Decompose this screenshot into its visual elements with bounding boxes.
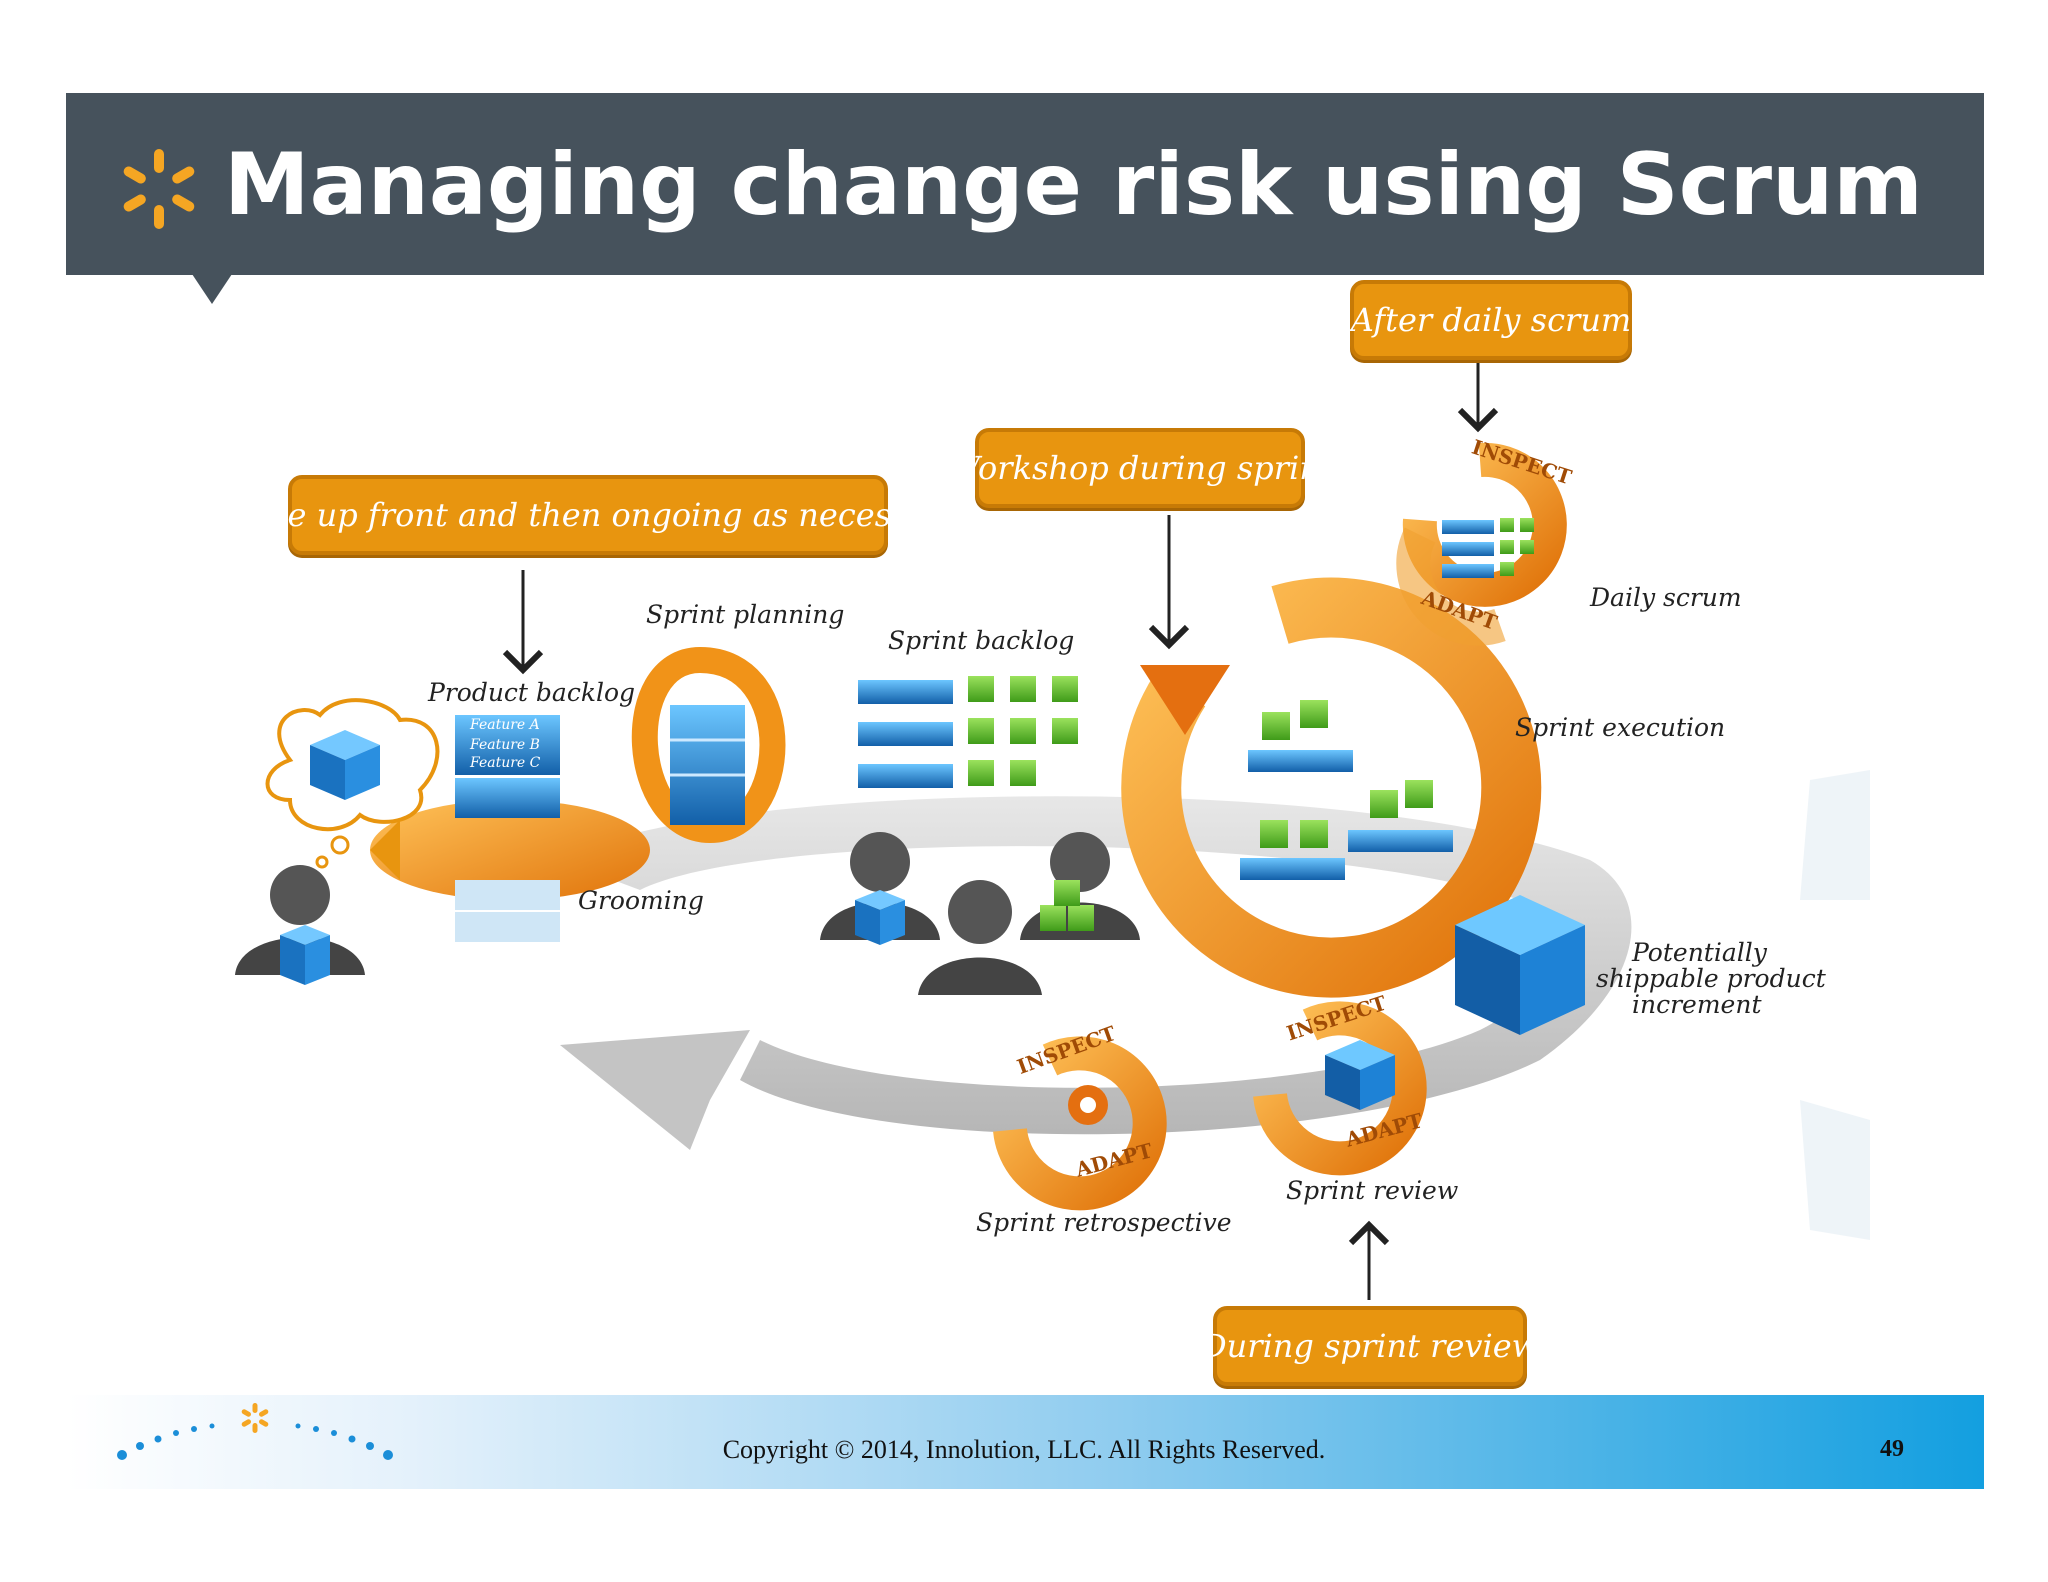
footer-dots-logo-icon — [117, 1403, 393, 1460]
team-avatars — [820, 832, 1140, 995]
daily-scrum-illustration — [1396, 442, 1567, 646]
title-bar-notch — [192, 274, 232, 304]
increment-cube — [1455, 895, 1585, 1035]
copyright-text: Copyright © 2014, Innolution, LLC. All R… — [722, 1435, 1326, 1464]
callout-upfront: Some up front and then ongoing as necess… — [216, 475, 960, 555]
label-increment: increment — [1632, 990, 1762, 1019]
title-bar — [66, 93, 1984, 275]
label-shippable-product: shippable product — [1596, 964, 1826, 993]
page-number: 49 — [1880, 1436, 1904, 1462]
label-daily-scrum: Daily scrum — [1590, 583, 1742, 612]
label-sprint-execution: Sprint execution — [1515, 713, 1726, 742]
footer-bar — [66, 1395, 1984, 1489]
spark-logo-icon — [123, 149, 195, 229]
decor-arrows — [1800, 770, 1870, 1240]
label-feature-c: Feature C — [470, 755, 541, 771]
label-sprint-backlog: Sprint backlog — [888, 626, 1075, 655]
page-title: Managing change risk using Scrum — [224, 135, 1923, 235]
sprint-review-illustration — [1253, 1001, 1427, 1176]
callout-arrows — [502, 362, 1499, 1300]
label-sprint-retrospective: Sprint retrospective — [976, 1208, 1232, 1237]
label-sprint-review: Sprint review — [1286, 1176, 1459, 1205]
sprint-planning-illustration — [631, 646, 786, 844]
sprint-execution-illustration — [1121, 577, 1542, 998]
callout-during-sprint-review: During sprint review — [1201, 1306, 1539, 1386]
label-feature-a: Feature A — [470, 717, 540, 733]
product-owner-avatar — [235, 865, 365, 985]
sprint-loop-band — [560, 796, 1632, 1150]
sprint-retrospective-illustration — [993, 1036, 1167, 1211]
label-feature-b: Feature B — [470, 737, 540, 753]
callout-workshop: Workshop during sprint — [947, 428, 1333, 508]
label-grooming: Grooming — [578, 886, 704, 915]
thought-cloud — [265, 698, 440, 869]
sprint-backlog-illustration — [858, 676, 1078, 788]
label-sprint-planning: Sprint planning — [646, 600, 845, 629]
label-product-backlog: Product backlog — [428, 678, 636, 707]
callout-after-daily-scrum: After daily scrum — [1350, 280, 1632, 360]
label-potentially: Potentially — [1632, 938, 1767, 967]
product-backlog-illustration — [370, 715, 650, 942]
